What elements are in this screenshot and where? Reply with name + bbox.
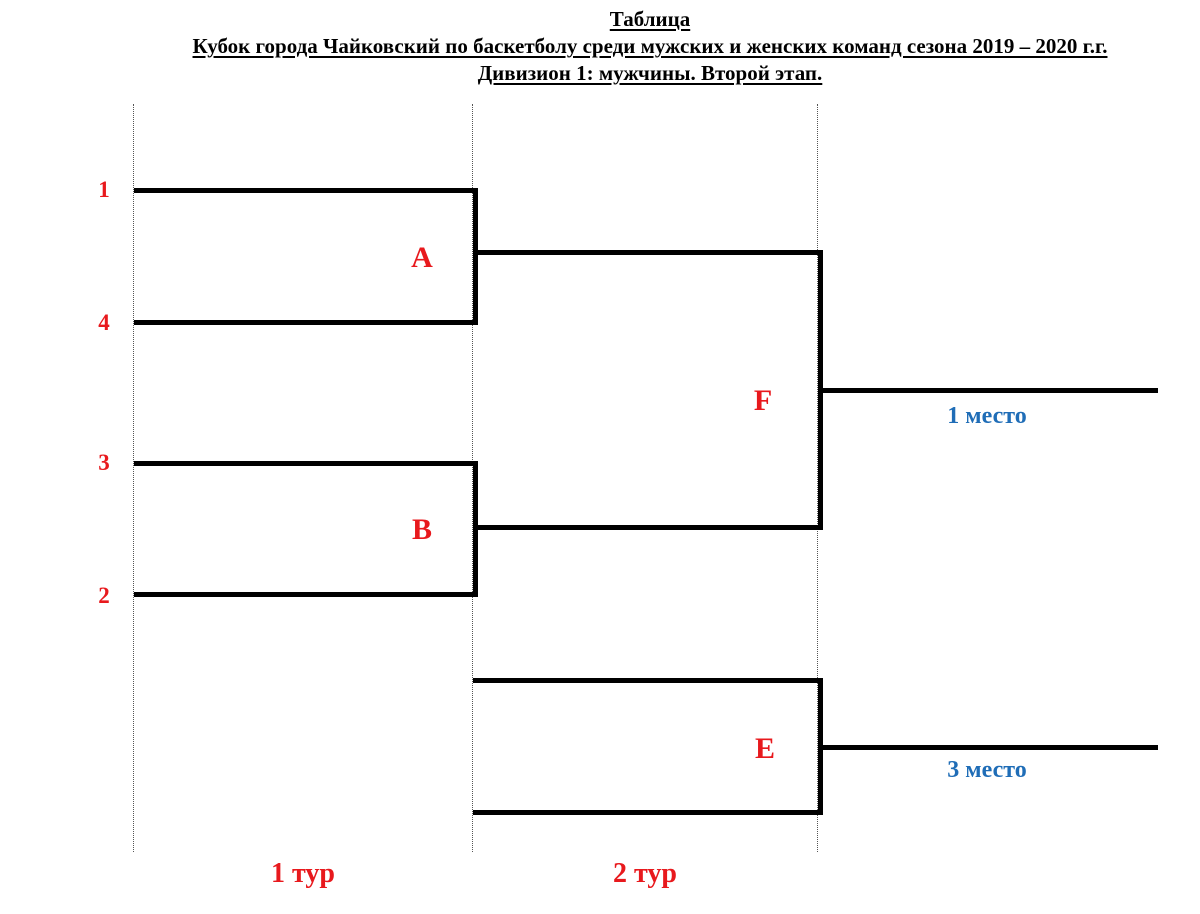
round1-separator-line (133, 104, 134, 852)
seed-label-3: 3 (98, 450, 110, 475)
match-a-label: A (411, 241, 433, 274)
seed-label-1: 1 (98, 177, 110, 202)
match-e-top-line (473, 678, 823, 683)
match-f-label: F (753, 384, 773, 417)
first-place-label: 1 место (947, 403, 1027, 429)
seed-label-2: 2 (98, 583, 110, 608)
match-b-label: B (411, 513, 432, 546)
round2-separator-line (472, 104, 473, 852)
title-line-2: Кубок города Чайковский по баскетболу ср… (192, 34, 1108, 58)
match-e-label: E (754, 732, 775, 765)
third-place-line (818, 745, 1158, 750)
round3-separator-line (817, 104, 818, 852)
match-f-top-line (473, 250, 823, 255)
match-b-top-line (134, 461, 478, 466)
seed-label-4: 4 (98, 310, 110, 335)
match-a-top-line (134, 188, 478, 193)
round-1-label: 1 тур (271, 858, 335, 889)
match-b-bottom-line (134, 592, 478, 597)
third-place-label: 3 место (947, 757, 1027, 783)
title-line-3: Дивизион 1: мужчины. Второй этап. (477, 61, 823, 85)
page-title: Таблица Кубок города Чайковский по баске… (100, 6, 1200, 87)
match-a-bracket-line (473, 188, 478, 325)
match-a-bottom-line (134, 320, 478, 325)
match-e-bottom-line (473, 810, 823, 815)
round-2-label: 2 тур (613, 858, 677, 889)
match-f-bottom-line (473, 525, 823, 530)
title-line-1: Таблица (609, 7, 691, 31)
first-place-line (818, 388, 1158, 393)
